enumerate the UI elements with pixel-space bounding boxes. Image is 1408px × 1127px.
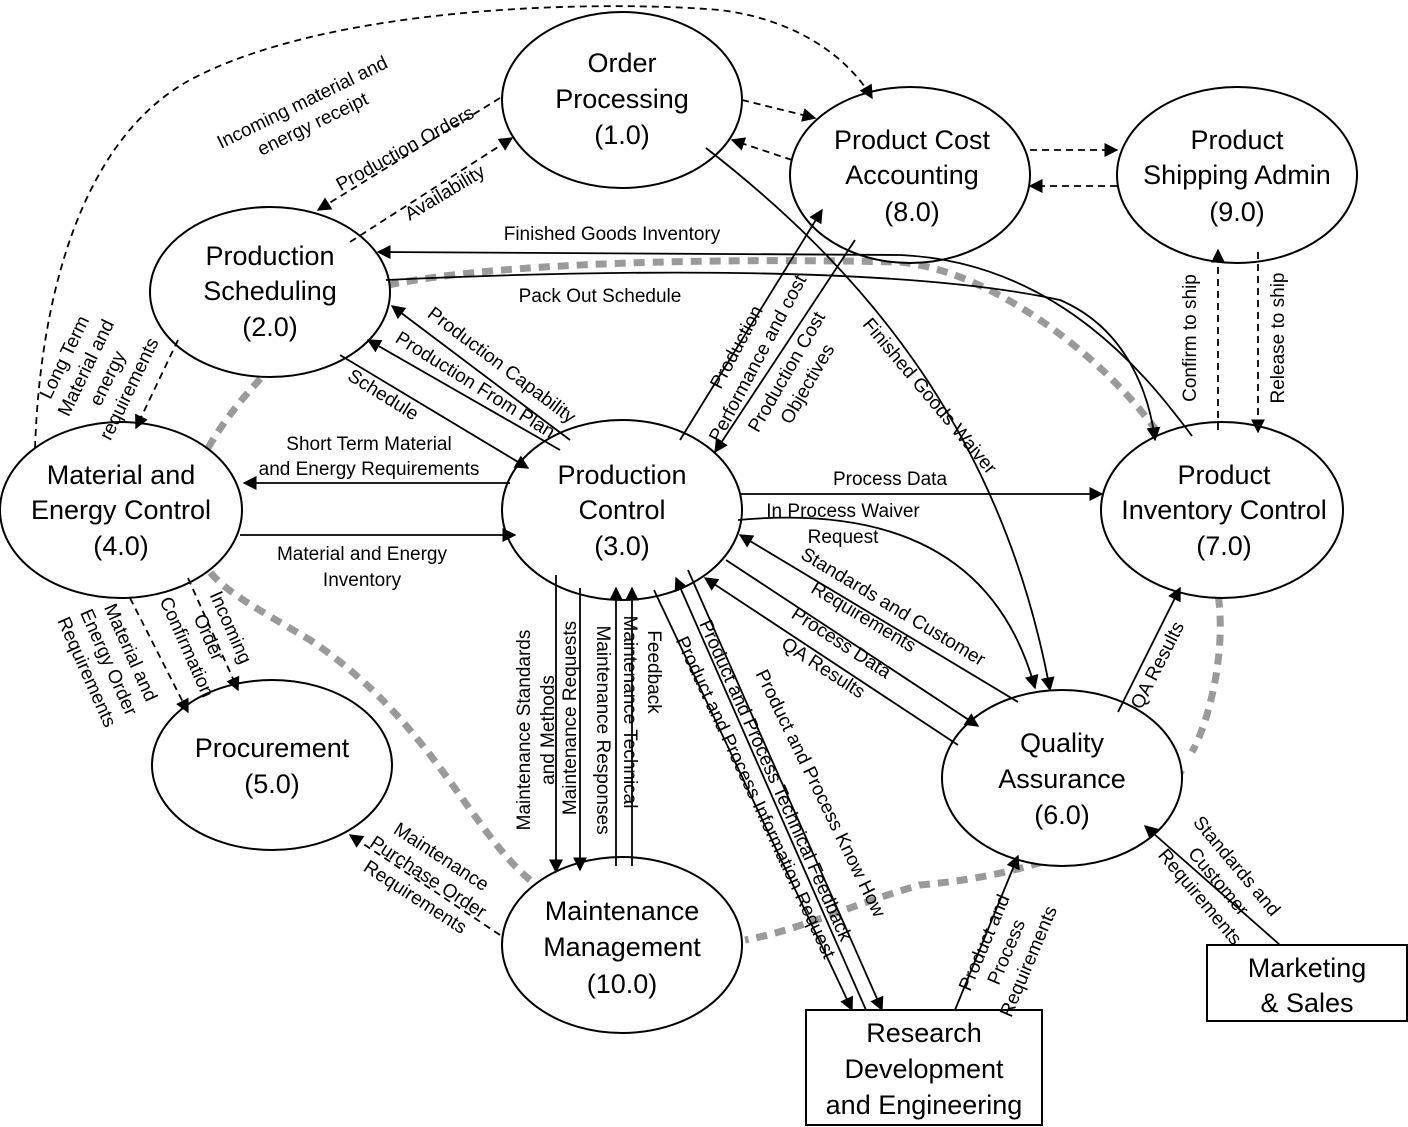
flow-qa-results-to-inventory: QA Results bbox=[1117, 586, 1189, 713]
svg-text:MaintenancePurchase OrderRequi: MaintenancePurchase OrderRequirements bbox=[353, 812, 504, 943]
control-domain-boundary bbox=[202, 257, 1224, 944]
svg-text:Finished Goods Waiver: Finished Goods Waiver bbox=[858, 314, 1001, 479]
svg-text:Procurement(5.0): Procurement(5.0) bbox=[195, 733, 350, 799]
marketing-sales-box: Marketing& Sales bbox=[1206, 944, 1408, 1022]
svg-text:Material andEnergy OrderRequir: Material andEnergy OrderRequirements bbox=[53, 594, 164, 730]
svg-text:Marketing& Sales: Marketing& Sales bbox=[1248, 953, 1367, 1018]
svg-text:Confirm to ship: Confirm to ship bbox=[1180, 274, 1201, 402]
flow-cost-to-shipping bbox=[1028, 143, 1119, 193]
flow-production-capability: Production Capability bbox=[390, 303, 580, 441]
svg-text:Production CostObjectives: Production CostObjectives bbox=[744, 308, 851, 448]
svg-text:Maintenance Requests: Maintenance Requests bbox=[560, 621, 581, 815]
svg-text:Material andEnergy Control(4.0: Material andEnergy Control(4.0) bbox=[31, 460, 211, 561]
flow-release-to-ship: Release to ship bbox=[1251, 252, 1289, 434]
svg-text:Schedule: Schedule bbox=[344, 365, 422, 425]
svg-text:Long TermMaterial andenergyreq: Long TermMaterial andenergyrequirements bbox=[31, 303, 163, 443]
flow-pack-out-schedule: Pack Out Schedule bbox=[385, 271, 1161, 442]
flow-process-data-to-inventory: Process Data bbox=[740, 469, 1104, 501]
svg-text:Availability: Availability bbox=[401, 161, 489, 225]
svg-text:Finished Goods Inventory: Finished Goods Inventory bbox=[504, 224, 721, 245]
flow-long-term-requirements: Long TermMaterial andenergyrequirements bbox=[31, 303, 179, 444]
svg-text:Product andProcessRequirements: Product andProcessRequirements bbox=[952, 884, 1062, 1020]
svg-text:Maintenance Responses: Maintenance Responses bbox=[592, 625, 613, 834]
flow-order-to-cost bbox=[730, 99, 817, 161]
flow-maintenance-purchase-order: MaintenancePurchase OrderRequirements bbox=[348, 812, 504, 943]
flow-product-process-requirements: Product andProcessRequirements bbox=[952, 854, 1062, 1020]
svg-text:Release to ship: Release to ship bbox=[1268, 273, 1289, 404]
flow-finished-goods-inventory: Finished Goods Inventory bbox=[376, 224, 1193, 437]
svg-text:Process Data: Process Data bbox=[833, 469, 947, 490]
flow-confirm-to-ship: Confirm to ship bbox=[1180, 248, 1225, 430]
flow-maintenance-responses: Maintenance Responses bbox=[592, 586, 623, 866]
procurement-node: Procurement(5.0) bbox=[151, 679, 393, 851]
svg-text:Pack Out Schedule: Pack Out Schedule bbox=[519, 286, 682, 307]
flow-marketing-standards-requirements: Standards andCustomerRequirements bbox=[1143, 812, 1284, 949]
flow-maintenance-requests: Maintenance Requests bbox=[560, 588, 587, 872]
